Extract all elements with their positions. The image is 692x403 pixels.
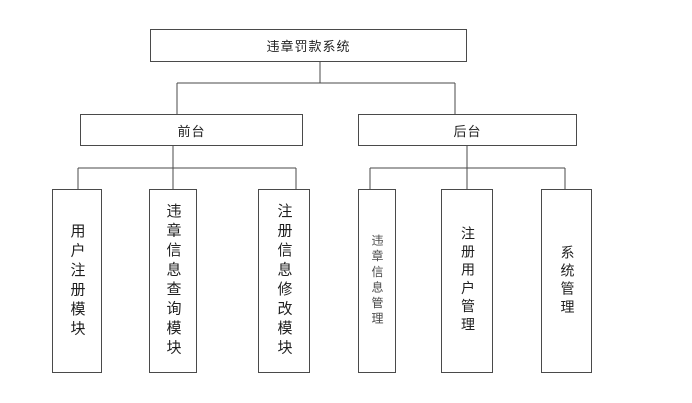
node-back-end: 后台 — [358, 114, 577, 146]
node-violation-info-query-module-label: 违章信息查询模块 — [164, 203, 183, 359]
node-violation-info-query-module: 违章信息查询模块 — [149, 189, 197, 373]
node-violation-info-management-label: 违章信息管理 — [370, 234, 384, 328]
node-system-management: 系统管理 — [541, 189, 592, 373]
node-violation-fine-system-label: 违章罚款系统 — [266, 40, 351, 55]
node-front-desk-label: 前台 — [177, 124, 206, 140]
node-user-registration-module-label: 用户注册模块 — [68, 222, 87, 340]
node-user-registration-module: 用户注册模块 — [52, 189, 102, 373]
node-front-desk: 前台 — [80, 114, 303, 146]
node-system-management-label: 系统管理 — [558, 244, 575, 318]
node-registration-info-modify-module: 注册信息修改模块 — [258, 189, 310, 373]
node-registered-user-management: 注册用户管理 — [441, 189, 493, 373]
node-violation-info-management: 违章信息管理 — [358, 189, 396, 373]
node-registered-user-management-label: 注册用户管理 — [459, 226, 475, 336]
node-registration-info-modify-module-label: 注册信息修改模块 — [275, 203, 294, 359]
node-violation-fine-system: 违章罚款系统 — [150, 29, 467, 62]
node-back-end-label: 后台 — [453, 124, 482, 140]
